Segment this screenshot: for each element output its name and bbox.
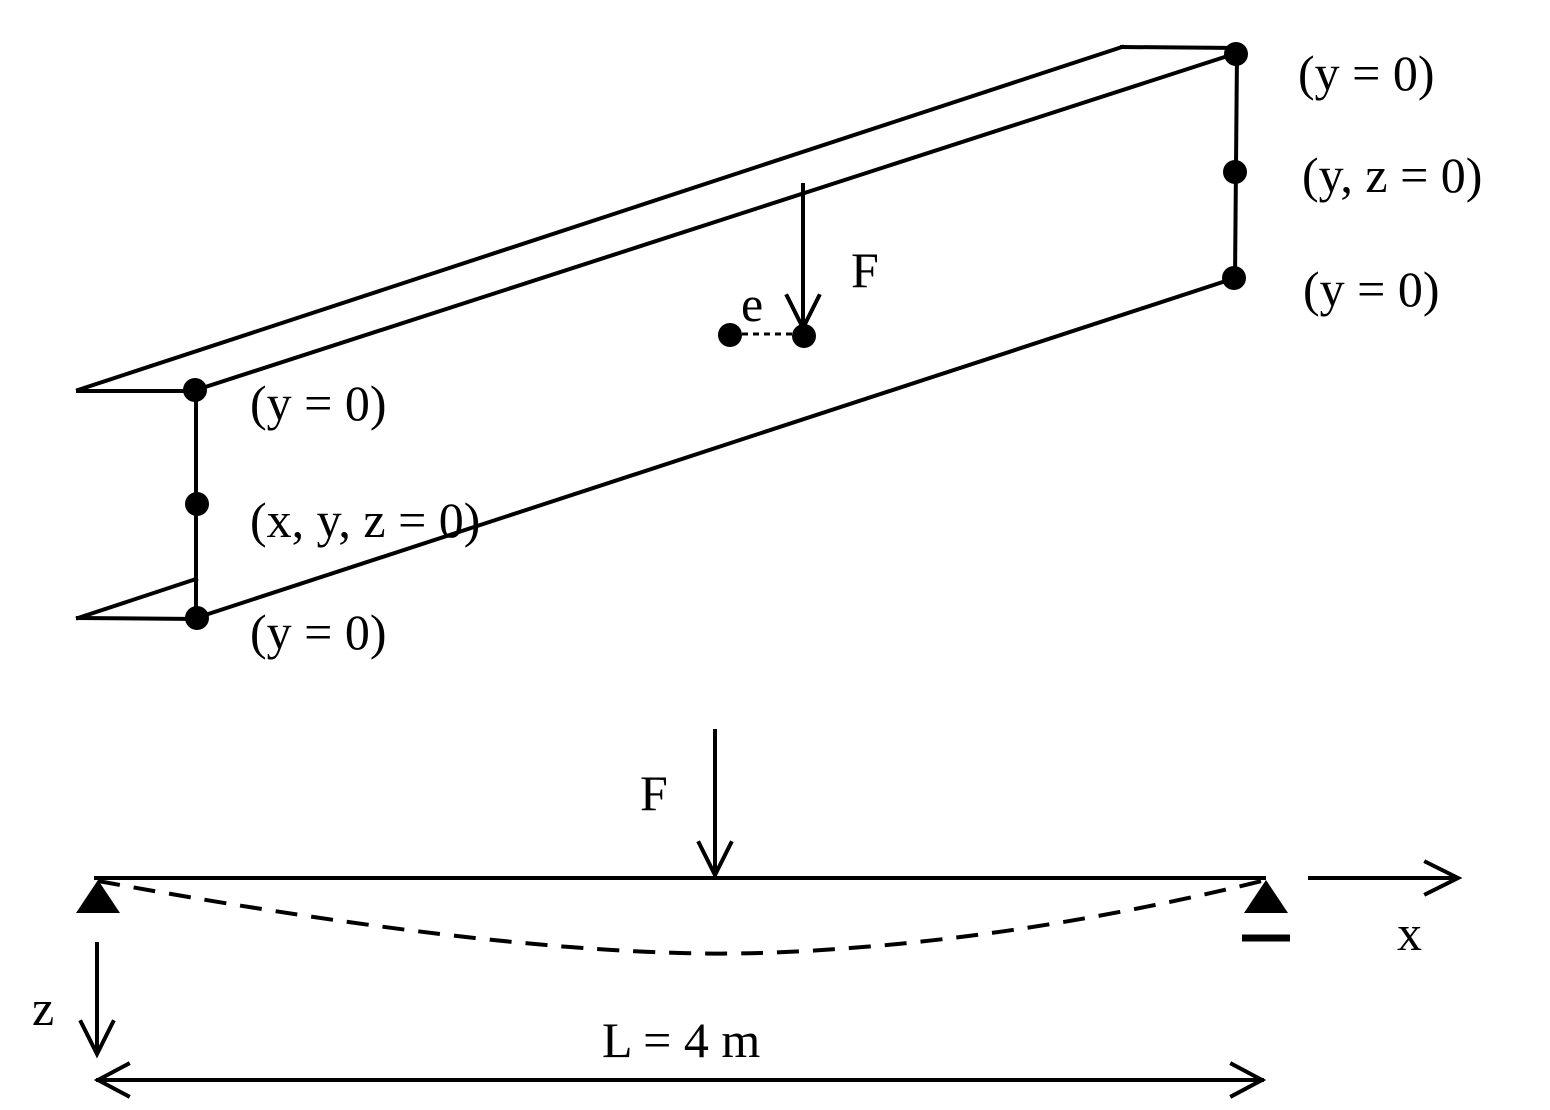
point-centroid bbox=[718, 323, 742, 347]
label-axis-x: x bbox=[1397, 905, 1422, 961]
label-force-3d: F bbox=[851, 242, 879, 298]
support-pin-left bbox=[76, 880, 120, 913]
label-eccentricity: e bbox=[741, 276, 763, 332]
beam-elevation: F x z L = 4 m bbox=[32, 729, 1463, 1099]
point-left-mid bbox=[185, 492, 209, 516]
top-flange-near-edge bbox=[193, 50, 1240, 393]
point-right-mid bbox=[1223, 160, 1247, 184]
top-flange-right-end bbox=[1119, 44, 1240, 51]
z-axis-arrow-head bbox=[78, 1019, 116, 1059]
label-axis-z: z bbox=[32, 980, 54, 1036]
bottom-flange-edge bbox=[193, 275, 1238, 621]
label-right-bottom: (y = 0) bbox=[1303, 261, 1440, 317]
point-load bbox=[792, 324, 816, 348]
label-right-top: (y = 0) bbox=[1298, 45, 1435, 101]
point-right-top bbox=[1224, 42, 1248, 66]
bottom-flange-left-slant bbox=[75, 576, 199, 621]
point-right-bottom bbox=[1222, 266, 1246, 290]
deflected-shape bbox=[97, 879, 1263, 956]
point-left-bottom bbox=[185, 606, 209, 630]
x-axis-arrow-head bbox=[1423, 859, 1463, 897]
label-right-mid: (y, z = 0) bbox=[1302, 147, 1482, 203]
label-span: L = 4 m bbox=[602, 1012, 760, 1068]
label-left-top: (y = 0) bbox=[250, 375, 387, 431]
span-arrow-right-head bbox=[1229, 1061, 1267, 1099]
label-left-mid: (x, y, z = 0) bbox=[250, 492, 480, 548]
i-beam-3d: (y = 0) (y, z = 0) (y = 0) (y = 0) (x, y… bbox=[75, 42, 1482, 660]
span-arrow-left-head bbox=[93, 1061, 131, 1099]
bottom-flange-left-end bbox=[75, 615, 199, 622]
label-force-2d: F bbox=[640, 765, 668, 821]
support-roller-right bbox=[1244, 880, 1288, 913]
point-left-top bbox=[183, 378, 207, 402]
label-left-bottom: (y = 0) bbox=[250, 604, 387, 660]
force-arrow-2d-head bbox=[696, 840, 734, 880]
top-flange-far-edge bbox=[75, 44, 1125, 393]
